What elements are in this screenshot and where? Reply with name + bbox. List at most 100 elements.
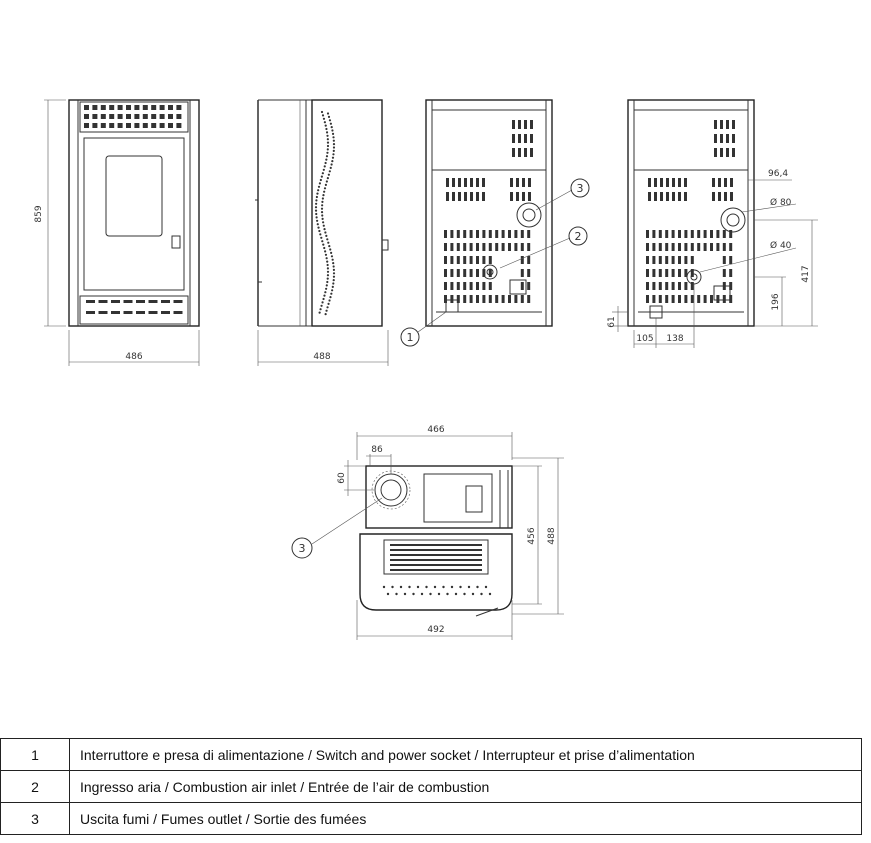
- vent-dot: [329, 166, 332, 169]
- vent-slot: [84, 123, 89, 128]
- vent-slot: [648, 192, 651, 201]
- vent-dot: [326, 151, 329, 154]
- vent-slot: [527, 269, 531, 277]
- vent-dot: [332, 146, 336, 149]
- callout-3-label: 3: [577, 182, 584, 195]
- vent-dot: [322, 224, 325, 227]
- vent-slot: [522, 178, 525, 187]
- vent-dot: [416, 585, 420, 589]
- vent-slot: [710, 243, 713, 251]
- vent-slot: [168, 114, 173, 119]
- vent-dot: [320, 207, 324, 210]
- vent-slot: [444, 230, 447, 238]
- vent-slot: [684, 230, 688, 238]
- vent-slot: [117, 105, 123, 110]
- vent-slot: [123, 311, 133, 314]
- vent-slot: [86, 311, 95, 314]
- vent-slot: [652, 230, 656, 238]
- rear-dim-d80: Ø 80: [770, 197, 792, 208]
- vent-slot: [508, 243, 511, 251]
- vent-dot: [316, 192, 319, 195]
- rear-dim-d40: Ø 40: [770, 240, 792, 251]
- vent-slot: [520, 256, 524, 264]
- vent-slot: [703, 230, 707, 238]
- vent-dot: [330, 251, 333, 254]
- vent-dot: [329, 296, 332, 299]
- vent-dot: [399, 585, 403, 589]
- vent-slot: [469, 256, 473, 264]
- vent-slot: [684, 192, 687, 201]
- vent-slot: [488, 282, 492, 290]
- vent-dot: [325, 257, 328, 260]
- vent-slot: [456, 230, 460, 238]
- vent-dot: [318, 182, 321, 185]
- vent-slot: [724, 192, 727, 201]
- vent-slot: [522, 192, 525, 201]
- rear-dim-138: 138: [666, 334, 683, 344]
- vent-dot: [318, 229, 321, 233]
- vent-slot: [510, 178, 513, 187]
- vent-slot: [652, 269, 656, 277]
- vent-dot: [332, 149, 335, 152]
- vent-slot: [482, 243, 486, 251]
- vent-slot: [148, 311, 158, 314]
- vent-slot: [720, 134, 723, 143]
- vent-slot: [729, 230, 733, 238]
- legend-text: Uscita fumi / Fumes outlet / Sortie des …: [69, 802, 862, 835]
- vent-slot: [528, 192, 531, 201]
- vent-dot: [315, 202, 318, 205]
- vent-slot: [92, 105, 98, 110]
- top-view: 466 86 60 456 488 492 3: [291, 425, 564, 640]
- vent-slot: [658, 282, 662, 290]
- vent-slot: [463, 230, 467, 238]
- vent-slot: [718, 178, 721, 187]
- vent-slot: [678, 269, 681, 277]
- vent-slot: [469, 230, 473, 238]
- vent-dot: [488, 592, 492, 596]
- vent-slot: [482, 256, 486, 264]
- vent-slot: [482, 230, 486, 238]
- vent-dot: [331, 285, 334, 288]
- vent-dot: [332, 272, 336, 275]
- vent-slot: [495, 230, 499, 238]
- vent-slot: [159, 114, 165, 119]
- vent-slot: [710, 230, 713, 238]
- vent-dot: [327, 115, 331, 118]
- vent-dot: [330, 292, 333, 295]
- vent-slot: [100, 105, 106, 110]
- vent-dot: [315, 195, 318, 199]
- vent-dot: [326, 280, 329, 284]
- vent-slot: [512, 148, 515, 157]
- vent-dot: [323, 246, 326, 250]
- vent-slot: [646, 243, 649, 251]
- vent-dot: [450, 585, 454, 589]
- vent-slot: [482, 178, 485, 187]
- vent-slot: [527, 230, 531, 238]
- vent-slot: [168, 123, 173, 128]
- vent-slot: [488, 230, 492, 238]
- vent-slot: [524, 134, 527, 143]
- vent-dot: [331, 258, 334, 261]
- legend-number: 3: [0, 802, 70, 835]
- vent-dot: [320, 211, 324, 214]
- vent-slot: [671, 282, 675, 290]
- vent-slot: [722, 230, 726, 238]
- vent-dot: [326, 267, 329, 270]
- vent-slot: [463, 243, 467, 251]
- vent-slot: [697, 243, 701, 251]
- vent-slot: [446, 178, 449, 187]
- vent-slot: [134, 105, 140, 110]
- vent-dot: [325, 309, 328, 312]
- vent-slot: [690, 243, 694, 251]
- vent-dot: [323, 165, 326, 168]
- vent-slot: [390, 569, 482, 571]
- vent-dot: [322, 221, 325, 224]
- vent-dot: [315, 199, 318, 202]
- vent-slot: [714, 134, 717, 143]
- vent-dot: [321, 301, 324, 304]
- vent-slot: [176, 123, 182, 128]
- vent-dot: [325, 131, 329, 134]
- vent-slot: [722, 295, 726, 303]
- vent-dot: [324, 124, 327, 127]
- vent-slot: [510, 192, 513, 201]
